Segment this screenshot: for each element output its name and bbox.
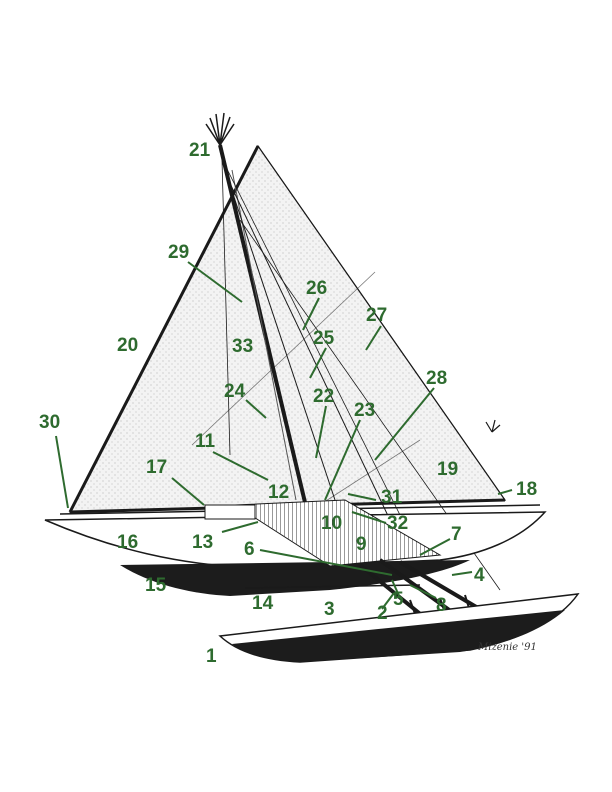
leader-lines	[55, 261, 513, 610]
callout-29: 29	[168, 242, 190, 263]
callout-21: 21	[189, 140, 211, 161]
callout-1: 1	[206, 646, 217, 667]
callout-4: 4	[474, 565, 485, 586]
callout-30: 30	[39, 412, 61, 433]
callout-8: 8	[436, 595, 447, 616]
yard-spar	[68, 145, 260, 513]
stay	[225, 174, 391, 521]
callout-18: 18	[516, 479, 538, 500]
callout-32: 32	[387, 513, 409, 534]
outrigger-float-shadow	[232, 610, 565, 662]
side-rail	[244, 584, 421, 589]
callout-9: 9	[356, 534, 367, 555]
callout-23: 23	[354, 400, 376, 421]
callout-12: 12	[268, 482, 290, 503]
artist-signature: Mizenie '91	[478, 642, 537, 653]
callout-31: 31	[381, 487, 403, 508]
callout-19: 19	[437, 459, 459, 480]
sail-seam	[191, 271, 376, 446]
callout-5: 5	[393, 589, 404, 610]
callout-16: 16	[117, 532, 139, 553]
leech	[257, 145, 506, 501]
callout-15: 15	[145, 575, 167, 596]
callout-33: 33	[232, 336, 254, 357]
stay	[221, 159, 231, 456]
callout-3: 3	[324, 599, 335, 620]
boom-tassel	[485, 419, 501, 433]
callout-2: 2	[377, 603, 388, 624]
callout-11: 11	[195, 431, 216, 452]
deck-box	[204, 504, 256, 520]
callout-10: 10	[321, 513, 343, 534]
mast	[218, 144, 310, 516]
callout-6: 6	[244, 539, 255, 560]
callout-22: 22	[313, 386, 335, 407]
callout-27: 27	[366, 305, 388, 326]
callout-26: 26	[306, 278, 328, 299]
callout-7: 7	[451, 524, 462, 545]
main-hull-shadow	[120, 560, 470, 596]
callout-24: 24	[224, 381, 246, 402]
stay	[224, 164, 421, 556]
callout-20: 20	[117, 335, 139, 356]
callout-17: 17	[146, 457, 168, 478]
callout-14: 14	[252, 593, 274, 614]
mast-inner	[231, 169, 297, 501]
callout-13: 13	[192, 532, 214, 553]
mast-pennant	[205, 112, 235, 146]
callout-25: 25	[313, 328, 335, 349]
deck-platform	[233, 499, 442, 567]
callout-28: 28	[426, 368, 448, 389]
